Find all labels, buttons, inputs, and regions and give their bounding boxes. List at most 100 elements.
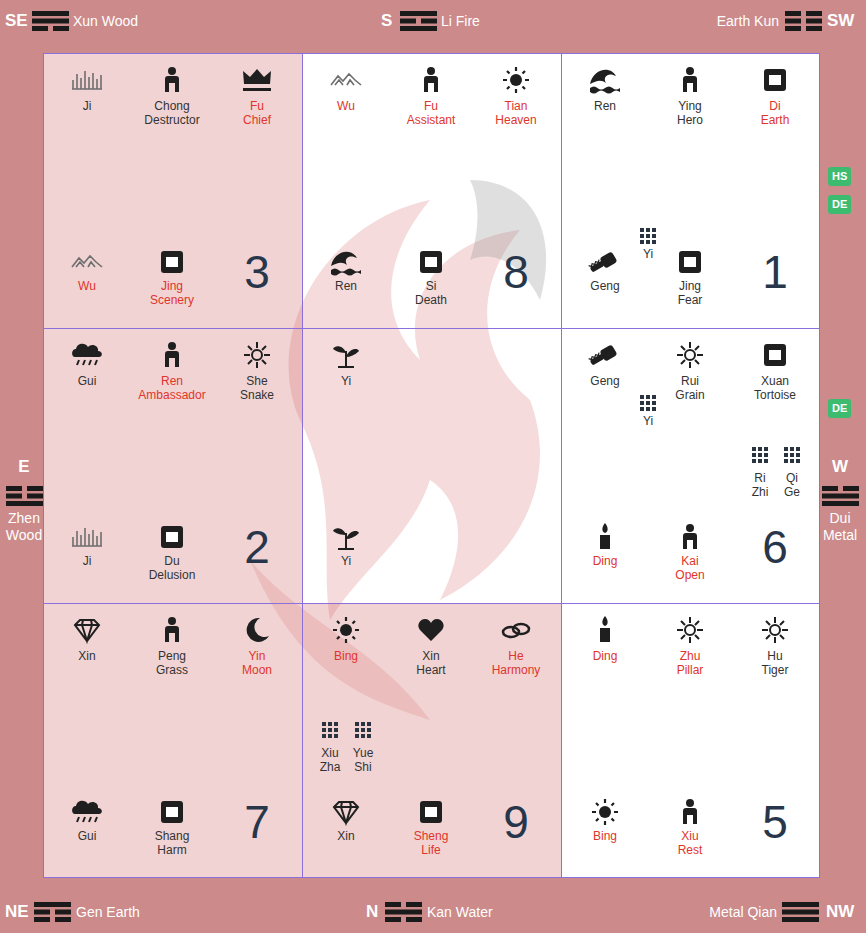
palace-cell: JiChong DestructorFu ChiefWuJing Scenery… — [43, 53, 302, 328]
palace-grid — [44, 54, 820, 878]
trigram-label: Dui Metal — [823, 510, 857, 544]
trigram-bar — [34, 902, 71, 907]
palace-label: Yi — [341, 554, 351, 568]
trigram-bar — [6, 486, 43, 491]
trigrams — [6, 11, 859, 922]
direction-label: NE — [5, 902, 29, 922]
trigram-bar — [32, 26, 69, 31]
trigram-bar — [822, 501, 859, 506]
trigram-label: Gen Earth — [76, 904, 140, 921]
trigram-bar — [34, 910, 71, 915]
trigram-bar — [822, 486, 859, 491]
trigram-bar — [400, 19, 437, 24]
palace-cell: DingZhu PillarHu TigerBingXiu Rest5 — [561, 603, 820, 878]
icon — [752, 447, 768, 463]
palace-label: He Harmony — [492, 649, 541, 677]
icon — [331, 252, 361, 276]
icon — [161, 801, 183, 823]
trigram-bar — [400, 11, 437, 16]
palace-label: Xin — [337, 829, 354, 843]
icon — [165, 67, 179, 92]
palace-label: Ren — [335, 279, 357, 293]
badge-text: DE — [832, 402, 847, 415]
icon — [600, 523, 610, 549]
status-badge: DE — [828, 195, 851, 214]
palace-number: 3 — [244, 248, 270, 296]
palace-label: Xiu Zha — [320, 746, 341, 774]
icon — [683, 67, 697, 92]
trigram-bar — [385, 917, 422, 922]
icon — [683, 524, 697, 549]
trigram-bar — [785, 19, 822, 24]
trigram-bar — [385, 902, 422, 907]
palace-label: Xiu Rest — [678, 829, 703, 857]
palace-label: Ren — [594, 99, 616, 113]
icon — [72, 256, 102, 267]
icon — [764, 69, 786, 91]
icon — [677, 342, 703, 368]
trigram-bar — [785, 11, 822, 16]
palace-label: Yin Moon — [242, 649, 272, 677]
trigram-bar — [34, 917, 71, 922]
icon — [762, 617, 788, 643]
icon — [355, 722, 371, 738]
palace-label: Shang Harm — [155, 829, 190, 857]
palace-label: Ji — [83, 99, 92, 113]
palace-number: 7 — [244, 798, 270, 846]
trigram-bar — [822, 494, 859, 499]
palace-number: 1 — [762, 248, 788, 296]
palace-label: Yi — [643, 247, 653, 261]
palace-label: Gui — [78, 374, 97, 388]
palace-label: Du Delusion — [149, 554, 196, 582]
palace-cell: WuFu AssistantTian HeavenRenSi Death8 — [302, 53, 561, 328]
icon — [503, 67, 529, 93]
palace-label: Tian Heaven — [495, 99, 536, 127]
icon — [244, 342, 270, 368]
trigram-label: Zhen Wood — [6, 510, 42, 544]
icon — [679, 251, 701, 273]
palace-number: 2 — [244, 523, 270, 571]
palace-cell: RenYing HeroDi EarthYiGengJing Fear1 — [561, 53, 820, 328]
palace-label: Si Death — [415, 279, 447, 307]
badge-text: DE — [832, 198, 847, 211]
icon — [75, 620, 99, 641]
palace-label: She Snake — [240, 374, 274, 402]
trigram-bar — [6, 494, 43, 499]
icon — [503, 624, 529, 637]
trigram-bar — [32, 11, 69, 16]
phoenix-watermark — [250, 180, 546, 720]
palace-number: 5 — [762, 798, 788, 846]
trigram-label: Metal Qian — [709, 904, 777, 921]
icon — [334, 802, 358, 823]
palace-label: Geng — [590, 374, 619, 388]
icon — [420, 251, 442, 273]
direction-label: N — [366, 902, 378, 922]
trigram-bar — [400, 26, 437, 31]
palace-number: 9 — [503, 798, 529, 846]
palace-cell: BingXin HeartHe HarmonyXiu ZhaYue ShiXin… — [302, 603, 561, 878]
palace-label: Ren Ambassador — [138, 374, 205, 402]
palace-label: Peng Grass — [156, 649, 188, 677]
palace-label: Jing Fear — [678, 279, 703, 307]
palace-cell: YiYi — [302, 328, 561, 603]
direction-label: SW — [827, 11, 854, 31]
icon — [588, 344, 617, 368]
icon — [331, 74, 361, 85]
palace-icons — [72, 67, 800, 825]
palace-label: Di Earth — [761, 99, 790, 127]
palace-number: 6 — [762, 523, 788, 571]
direction-label: W — [832, 457, 848, 477]
palace-label: Hu Tiger — [762, 649, 789, 677]
palace-cell: GengRui GrainXuan TortoiseYiRi ZhiQi GeD… — [561, 328, 820, 603]
icon — [784, 447, 800, 463]
icon — [420, 801, 442, 823]
palace-label: Fu Assistant — [407, 99, 456, 127]
icon — [424, 67, 438, 92]
direction-label: SE — [5, 11, 28, 31]
status-badge: HS — [828, 167, 851, 186]
icon — [247, 618, 269, 642]
palace-label: Ri Zhi — [752, 471, 769, 499]
icon — [418, 619, 443, 641]
icon — [590, 70, 620, 94]
